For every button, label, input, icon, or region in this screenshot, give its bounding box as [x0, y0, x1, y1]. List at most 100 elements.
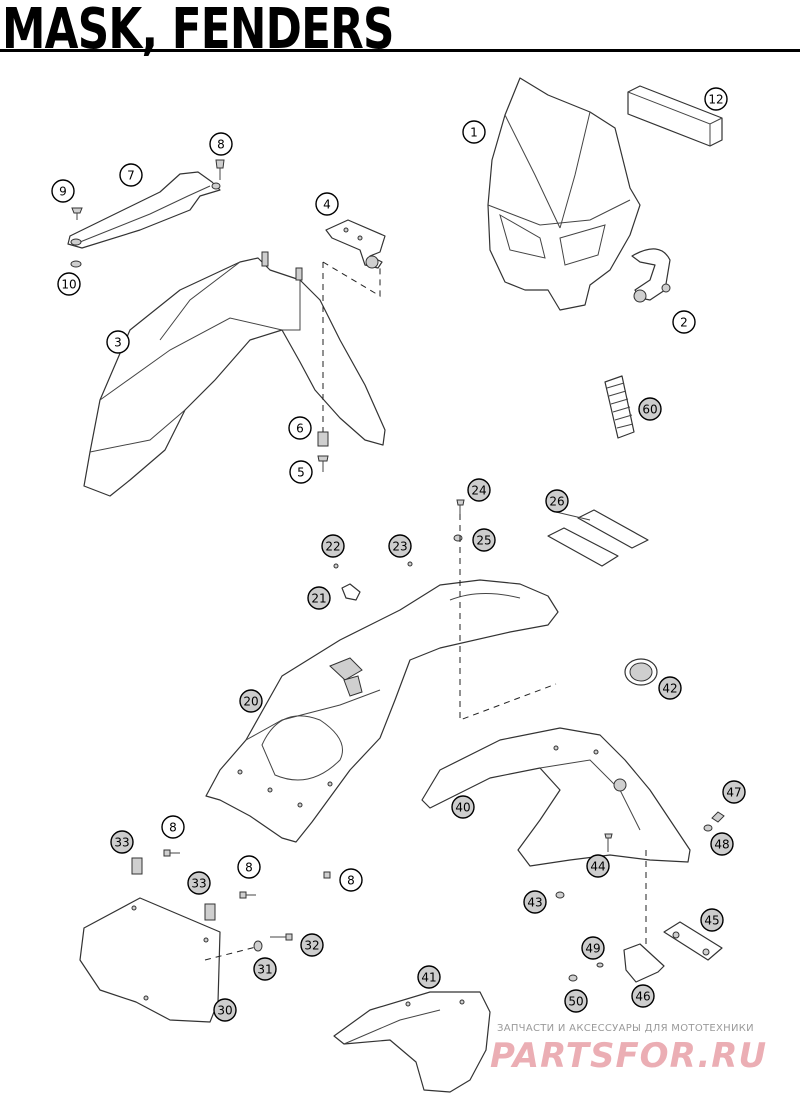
callout-circle	[631, 984, 655, 1008]
callout-number: 33	[114, 836, 129, 850]
callout-circle	[710, 832, 734, 856]
callout-circle	[307, 586, 331, 610]
callout-number: 1	[470, 126, 478, 140]
callout-circle	[239, 689, 263, 713]
callout-number: 8	[217, 138, 225, 152]
small-hardware-part	[70, 159, 225, 268]
callout-circle	[315, 192, 339, 216]
callout-circle	[321, 534, 345, 558]
callout-circle	[288, 416, 312, 440]
callout-circle	[237, 855, 261, 879]
callout-20: 20	[239, 689, 263, 713]
callout-number: 6	[296, 422, 304, 436]
callout-number: 2	[680, 316, 688, 330]
callout-circle	[51, 179, 75, 203]
callout-circle	[545, 489, 569, 513]
callout-circle	[300, 933, 324, 957]
callout-number: 7	[127, 169, 135, 183]
callout-number: 21	[311, 592, 326, 606]
callout-circle	[253, 957, 277, 981]
insert-hardware-part	[555, 811, 725, 899]
headlight-mask-part	[487, 77, 641, 311]
callout-circle	[209, 132, 233, 156]
callout-number: 40	[455, 801, 470, 815]
callout-number: 60	[642, 403, 657, 417]
callout-circle	[564, 989, 588, 1013]
callout-number: 50	[568, 995, 583, 1009]
callout-circle	[417, 965, 441, 989]
callout-8: 8	[161, 815, 185, 839]
callout-number: 24	[471, 484, 486, 498]
callout-number: 20	[243, 695, 258, 709]
callout-number: 3	[114, 336, 122, 350]
callout-circle	[161, 815, 185, 839]
callout-circle	[704, 87, 728, 111]
callout-number: 12	[708, 93, 723, 107]
callout-number: 10	[61, 278, 76, 292]
rear-fender-hardware-part	[333, 499, 465, 601]
callout-circle	[106, 330, 130, 354]
callout-1: 1	[462, 120, 486, 144]
callout-60: 60	[638, 397, 662, 421]
callout-47: 47	[722, 780, 746, 804]
clamp-bracket-part	[631, 248, 671, 303]
title-underline	[0, 49, 800, 52]
callout-circle	[289, 460, 313, 484]
callout-circle	[638, 397, 662, 421]
callout-31: 31	[253, 957, 277, 981]
callout-8: 8	[339, 868, 363, 892]
callout-number: 32	[304, 939, 319, 953]
callout-21: 21	[307, 586, 331, 610]
number-plate-part	[79, 897, 221, 1023]
filter-pad-part	[604, 375, 635, 439]
callout-number: 44	[590, 860, 605, 874]
callout-circle	[119, 163, 143, 187]
callout-circle	[339, 868, 363, 892]
callout-number: 23	[392, 540, 407, 554]
callout-5: 5	[289, 460, 313, 484]
callout-40: 40	[451, 795, 475, 819]
lower-fender-part	[333, 991, 491, 1093]
callout-9: 9	[51, 179, 75, 203]
callout-circle	[110, 830, 134, 854]
callout-12: 12	[704, 87, 728, 111]
callout-33: 33	[110, 830, 134, 854]
foam-strip-part	[627, 85, 723, 147]
callout-6: 6	[288, 416, 312, 440]
callout-number: 9	[59, 185, 67, 199]
callout-number: 4	[323, 198, 331, 212]
callout-circle	[467, 478, 491, 502]
callout-8: 8	[209, 132, 233, 156]
callout-32: 32	[300, 933, 324, 957]
callout-25: 25	[472, 528, 496, 552]
callout-26: 26	[545, 489, 569, 513]
callout-circle	[523, 890, 547, 914]
callout-number: 30	[217, 1004, 232, 1018]
callout-24: 24	[467, 478, 491, 502]
callout-46: 46	[631, 984, 655, 1008]
callout-41: 41	[417, 965, 441, 989]
callout-circle	[581, 936, 605, 960]
callout-circle	[57, 272, 81, 296]
callout-number: 47	[726, 786, 741, 800]
callout-circle	[586, 854, 610, 878]
callout-circle	[672, 310, 696, 334]
callout-48: 48	[710, 832, 734, 856]
callout-50: 50	[564, 989, 588, 1013]
callout-number: 8	[245, 861, 253, 875]
callout-circle	[388, 534, 412, 558]
callout-22: 22	[321, 534, 345, 558]
callout-number: 46	[635, 990, 650, 1004]
callout-42: 42	[658, 676, 682, 700]
callout-10: 10	[57, 272, 81, 296]
watermark-logo: PARTSFOR.RU	[490, 1036, 768, 1076]
callout-2: 2	[672, 310, 696, 334]
callout-circle	[213, 998, 237, 1022]
plate-mount-hardware-part	[131, 849, 331, 952]
callout-4: 4	[315, 192, 339, 216]
mount-bracket-part	[325, 219, 386, 269]
callout-number: 41	[421, 971, 436, 985]
spacer-and-bolt-part	[317, 431, 329, 472]
callout-8: 8	[237, 855, 261, 879]
callout-30: 30	[213, 998, 237, 1022]
